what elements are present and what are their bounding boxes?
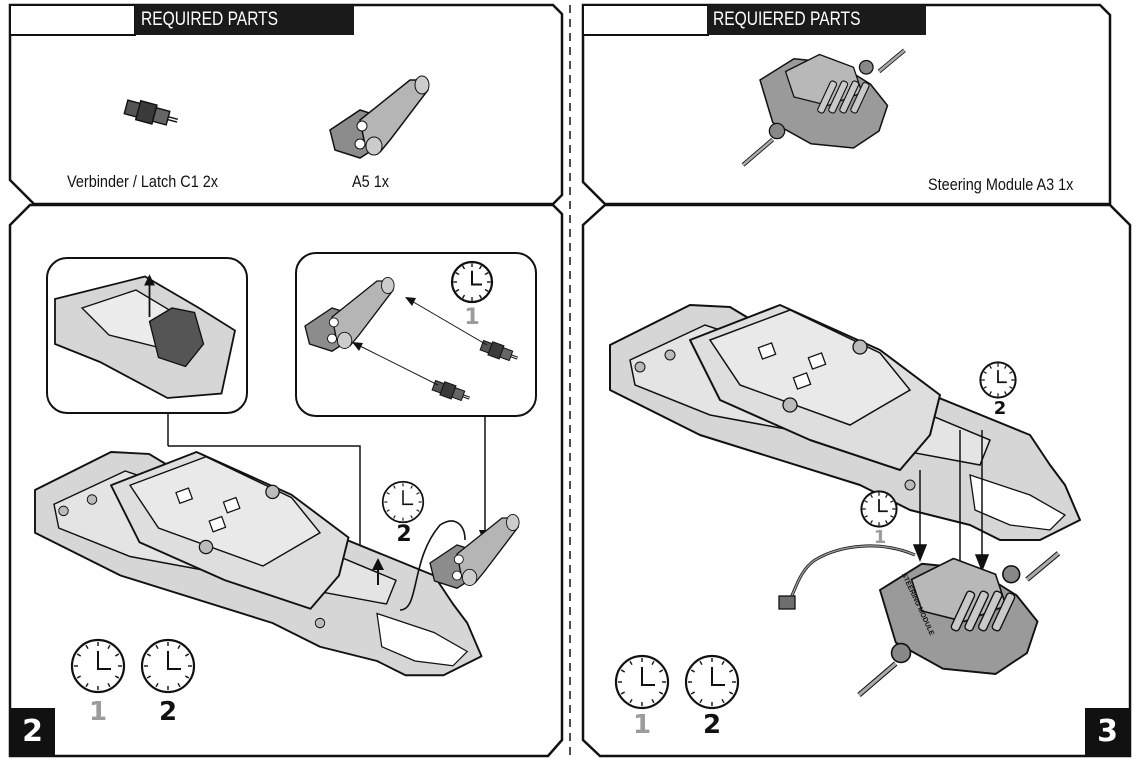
step2-a5-attached [429,513,520,589]
step2-clock-footer-1 [70,638,126,694]
step3-clock-a-label: 2 [993,398,1007,419]
right-required-parts-header: REQUIERED PARTS [707,5,926,35]
left-required-parts-header: REQUIRED PARTS [135,5,354,35]
latch-c1-illustration [122,96,181,131]
steering-module-label: Steering Module A3 1x [928,175,1074,194]
inset-clock-label: 1 [464,305,480,330]
inset-clock-1 [450,260,494,304]
step3-clock-b-label: 1 [873,527,887,548]
step2-main-clock-label: 2 [396,522,412,547]
a5-part-illustration [329,75,430,159]
left-parts-panel-border [8,3,564,206]
step2-clock-footer-2 [140,638,196,694]
step2-footer-clock-label-2: 2 [158,697,178,727]
latch-c1-label: Verbinder / Latch C1 2x [67,172,219,191]
step3-steering-module [859,553,1059,695]
steering-module-illustration [743,50,905,165]
step3-chassis-illustration [609,304,1081,541]
connector-plug-icon [778,595,796,610]
inset-chassis-detail [54,274,237,399]
step3-number: 3 [1085,708,1130,756]
step3-clock-footer-2 [684,654,740,710]
step3-footer-clock-label-2: 2 [702,710,722,740]
step2-panel-border [8,203,564,758]
a5-label: A5 1x [352,172,389,191]
step3-clock-a [979,361,1017,399]
step2-clock-main [381,480,425,524]
step3-footer-clock-label-1: 1 [632,710,652,740]
step2-footer-clock-label-1: 1 [88,697,108,727]
step2-number: 2 [10,708,55,756]
step3-clock-b [860,490,898,528]
step3-panel-border [581,203,1132,758]
step3-clock-footer-1 [614,654,670,710]
